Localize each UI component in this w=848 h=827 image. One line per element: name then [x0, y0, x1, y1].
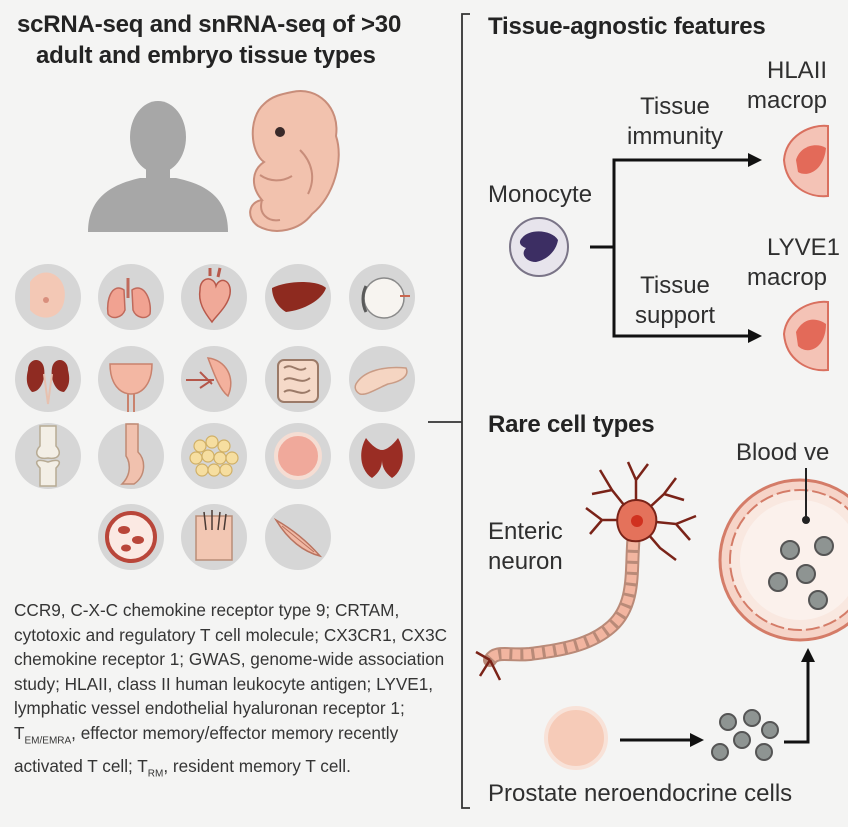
adipose-icon	[181, 423, 247, 489]
muscle-icon	[265, 504, 331, 570]
monocyte-label: Monocyte	[488, 181, 593, 208]
adult-silhouette-icon	[88, 101, 228, 232]
lung-icon	[98, 264, 164, 330]
prostate-neuroendocrine-label: Prostate neroendocrine cells	[488, 780, 793, 807]
granules-icon	[711, 709, 779, 761]
tissue-agnostic-title: Tissue-agnostic features	[488, 13, 766, 40]
esophagus-icon	[98, 423, 164, 489]
cell-icon	[265, 423, 331, 489]
enteric-neuron-label: Enteric neuron	[488, 518, 563, 575]
lyve1-macrophage-label: LYVE1 macrop	[747, 234, 840, 291]
hlaii-macrophage-label: HLAII macrop	[747, 57, 828, 114]
intestine-icon	[265, 346, 331, 412]
kidney-icon	[15, 346, 81, 412]
knee-joint-icon	[15, 423, 81, 489]
branch-bottom-label: Tissue support	[634, 272, 716, 329]
hlaii-macrophage-icon	[782, 124, 829, 198]
bladder-icon	[98, 346, 164, 412]
abbreviations-text: CCR9, C-X-C chemokine receptor type 9; C…	[14, 600, 448, 780]
pancreas-icon	[349, 346, 415, 412]
monocyte-cell-icon	[509, 217, 569, 277]
lyve1-macrophage-icon	[782, 300, 829, 372]
heart-icon	[181, 264, 247, 330]
spleen-icon	[181, 346, 247, 412]
embryo-icon	[249, 90, 340, 232]
liver-icon	[265, 264, 331, 330]
eye-icon	[349, 264, 415, 330]
prostate-cell-icon	[544, 706, 608, 770]
breast-icon	[15, 264, 81, 330]
branch-top-label: Tissue immunity	[626, 93, 723, 150]
blood-vessel-cross-section-icon	[718, 468, 848, 642]
thyroid-icon	[349, 423, 415, 489]
rare-cell-types-title: Rare cell types	[488, 411, 655, 438]
figure: scRNA-seq and snRNA-seq of >30 adult and…	[14, 11, 848, 809]
left-title-line2: adult and embryo tissue types	[36, 42, 376, 69]
skin-icon	[181, 504, 247, 570]
left-title-line1: scRNA-seq and snRNA-seq of >30	[17, 11, 402, 38]
blood-vessel-icon	[98, 504, 164, 570]
blood-vessel-label: Blood ve	[736, 439, 830, 466]
